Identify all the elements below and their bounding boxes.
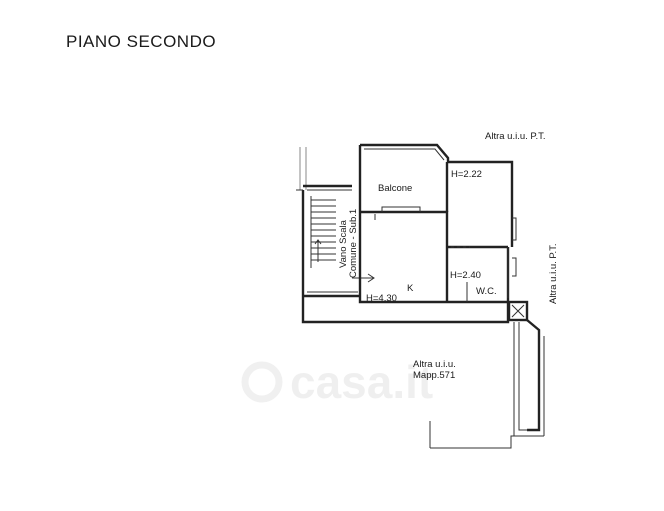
page-title: PIANO SECONDO <box>66 32 216 51</box>
neighbour-label-bottom-1: Altra u.i.u. <box>413 359 456 370</box>
neighbour-label-bottom-2: Mapp.571 <box>413 370 455 381</box>
neighbour-outline <box>301 296 545 449</box>
balcony-label: Balcone <box>378 183 412 194</box>
neighbour-label-right: Altra u.i.u. P.T. <box>548 243 559 304</box>
height-label-430: H=4.30 <box>366 293 397 304</box>
apartment-walls <box>358 143 517 304</box>
height-label-240: H=2.40 <box>450 270 481 281</box>
watermark-text: casa.it <box>290 356 433 408</box>
common-label: Comune - Sub.1 <box>348 209 359 278</box>
height-label-222: H=2.22 <box>451 169 482 180</box>
watermark: casa.it <box>241 356 433 408</box>
stair-treads <box>310 196 336 268</box>
stair-label: Vano Scala <box>338 219 349 268</box>
neighbour-label-top: Altra u.i.u. P.T. <box>485 131 546 142</box>
wc-label: W.C. <box>476 286 497 297</box>
duct-box <box>507 300 529 322</box>
entry-arrow <box>352 273 375 283</box>
kitchen-label: K <box>407 283 414 294</box>
stair-area: Vano Scala Comune - Sub.1 <box>296 147 375 298</box>
